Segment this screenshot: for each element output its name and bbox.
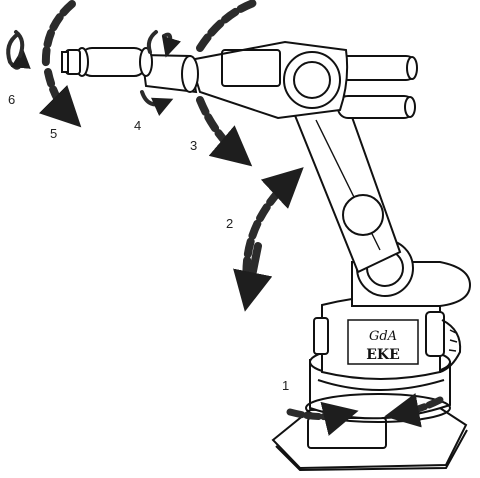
forearm-wrist bbox=[61, 47, 199, 94]
axis5-curved-arrow-icon bbox=[38, 0, 82, 128]
upper-arm bbox=[188, 40, 418, 120]
axis1-rotation-arrow-icon bbox=[286, 393, 444, 436]
axis3-curved-arrow-icon bbox=[196, 0, 260, 167]
axis6-rotation-arrow-icon bbox=[6, 30, 31, 70]
motion-arrows bbox=[6, 0, 444, 436]
axis-label-2: 2 bbox=[226, 216, 233, 231]
manufacturer-logo: GdA EKE bbox=[347, 319, 419, 365]
logo-line2: EKE bbox=[366, 347, 400, 363]
axis-label-6: 6 bbox=[8, 92, 15, 107]
axis2-curved-arrow-icon bbox=[233, 167, 304, 312]
axis4-rotation-arrow-icon bbox=[140, 30, 182, 117]
axis-labels: 1 2 3 4 5 6 bbox=[8, 92, 289, 393]
axis-label-4: 4 bbox=[134, 118, 141, 133]
axis-label-5: 5 bbox=[50, 126, 57, 141]
axis-label-3: 3 bbox=[190, 138, 197, 153]
logo-line1: GdA bbox=[369, 329, 397, 344]
axis-label-1: 1 bbox=[282, 378, 289, 393]
